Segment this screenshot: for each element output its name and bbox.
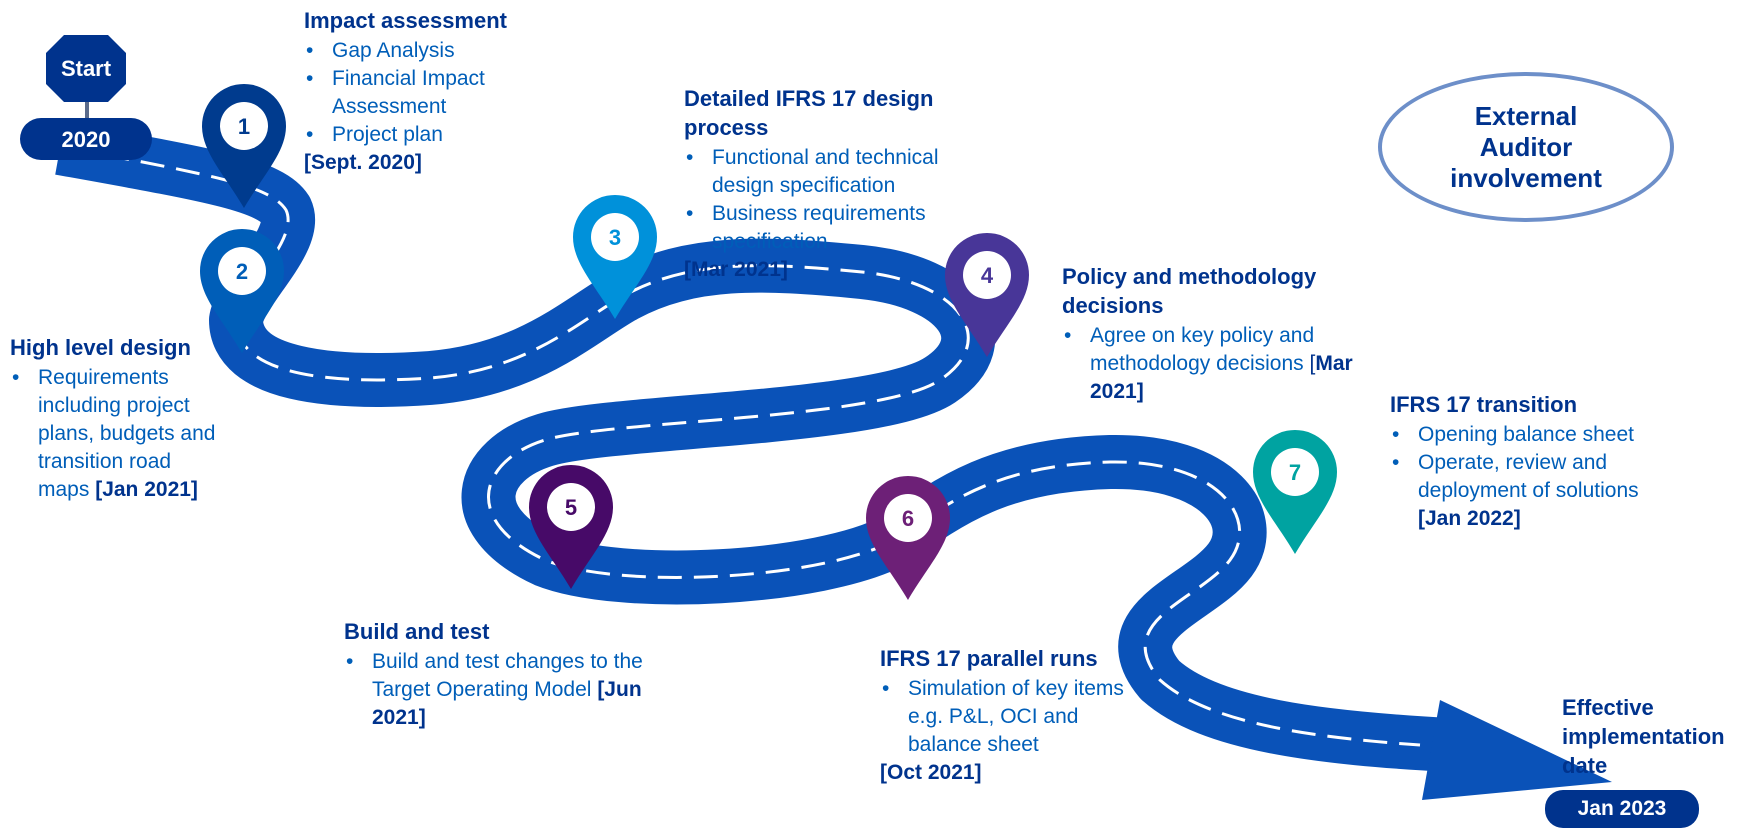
external-auditor-oval: External Auditor involvement bbox=[1378, 72, 1674, 222]
milestone-pin-3: 3 bbox=[573, 195, 657, 319]
pin-inner-circle bbox=[547, 483, 595, 531]
milestone-7-title: IFRS 17 transition bbox=[1390, 392, 1578, 417]
milestone-pins: 1 2 3 4 5 6 7 bbox=[200, 84, 1337, 600]
milestone-3-text: Detailed IFRS 17 design process Function… bbox=[684, 84, 984, 284]
milestone-4-text: Policy and methodology decisions Agree o… bbox=[1062, 262, 1362, 406]
effective-implementation: Effective implementation date bbox=[1562, 693, 1742, 780]
milestone-1-bullet-2: Financial Impact Assessment bbox=[304, 65, 564, 121]
milestone-3-title: Detailed IFRS 17 design process bbox=[684, 86, 934, 140]
milestone-7-text: IFRS 17 transition Opening balance sheet… bbox=[1390, 390, 1680, 533]
start-sign: Start 2020 bbox=[20, 35, 152, 160]
milestone-3-date: [Mar 2021] bbox=[684, 258, 788, 281]
milestone-pin-1: 1 bbox=[202, 84, 286, 208]
milestone-pin-number: 2 bbox=[236, 259, 248, 284]
start-sign-label: Start bbox=[61, 56, 112, 81]
milestone-6-title: IFRS 17 parallel runs bbox=[880, 646, 1098, 671]
milestone-pin-2: 2 bbox=[200, 229, 284, 353]
milestone-2-text: High level design Requirements including… bbox=[10, 333, 220, 504]
milestone-6-date: [Oct 2021] bbox=[880, 761, 982, 784]
milestone-pin-7: 7 bbox=[1253, 430, 1337, 554]
milestone-pin-number: 6 bbox=[902, 506, 914, 531]
pin-inner-circle bbox=[884, 494, 932, 542]
milestone-4-title: Policy and methodology decisions bbox=[1062, 264, 1317, 318]
milestone-pin-number: 4 bbox=[981, 263, 994, 288]
milestone-5-text: Build and test Build and test changes to… bbox=[344, 617, 664, 732]
pin-inner-circle bbox=[1271, 448, 1319, 496]
milestone-1-title: Impact assessment bbox=[304, 8, 507, 33]
milestone-1-bullet-1: Gap Analysis bbox=[304, 37, 564, 65]
milestone-7-date: [Jan 2022] bbox=[1418, 507, 1521, 530]
pin-inner-circle bbox=[591, 213, 639, 261]
milestone-3-bullet-1: Functional and technical design specific… bbox=[684, 144, 984, 200]
milestone-pin-6: 6 bbox=[866, 476, 950, 600]
effective-implementation-title: Effective implementation date bbox=[1562, 695, 1725, 778]
start-year: 2020 bbox=[62, 127, 111, 152]
milestone-pin-4: 4 bbox=[945, 233, 1029, 357]
milestone-1-text: Impact assessment Gap Analysis Financial… bbox=[304, 6, 564, 177]
end-date: Jan 2023 bbox=[1577, 797, 1667, 820]
external-auditor-label: External Auditor involvement bbox=[1450, 100, 1602, 193]
pin-inner-circle bbox=[220, 102, 268, 150]
milestone-1-bullet-3: Project plan bbox=[304, 121, 564, 149]
milestone-5-title: Build and test bbox=[344, 619, 490, 644]
pin-inner-circle bbox=[218, 247, 266, 295]
milestone-5-date: [Jun 2021] bbox=[372, 678, 642, 729]
milestone-3-bullet-2: Business requirements specification bbox=[684, 200, 984, 256]
milestone-pin-number: 3 bbox=[609, 225, 621, 250]
milestone-pin-5: 5 bbox=[529, 465, 613, 589]
milestone-4-bullet-1: Agree on key policy and methodology deci… bbox=[1062, 322, 1362, 406]
milestone-4-date: Mar 2021] bbox=[1090, 352, 1353, 403]
milestone-pin-number: 1 bbox=[238, 114, 250, 139]
road-arrow-head bbox=[1422, 700, 1612, 800]
milestone-6-bullet-1: Simulation of key items e.g. P&L, OCI an… bbox=[880, 675, 1140, 759]
milestone-pin-number: 7 bbox=[1289, 460, 1301, 485]
milestone-pin-number: 5 bbox=[565, 495, 577, 520]
milestone-7-bullet-1: Opening balance sheet bbox=[1390, 421, 1680, 449]
milestone-5-bullet-1: Build and test changes to the Target Ope… bbox=[344, 648, 664, 732]
milestone-6-text: IFRS 17 parallel runs Simulation of key … bbox=[880, 644, 1140, 787]
milestone-7-bullet-2: Operate, review and deployment of soluti… bbox=[1390, 449, 1680, 533]
road-center-line bbox=[69, 146, 1421, 747]
milestone-2-title: High level design bbox=[10, 335, 191, 360]
milestone-2-date: [Jan 2021] bbox=[95, 478, 198, 501]
milestone-1-date: [Sept. 2020] bbox=[304, 151, 422, 174]
milestone-2-bullet-1: Requirements including project plans, bu… bbox=[10, 364, 220, 504]
end-date-pill: Jan 2023 bbox=[1545, 790, 1699, 828]
pin-inner-circle bbox=[963, 251, 1011, 299]
